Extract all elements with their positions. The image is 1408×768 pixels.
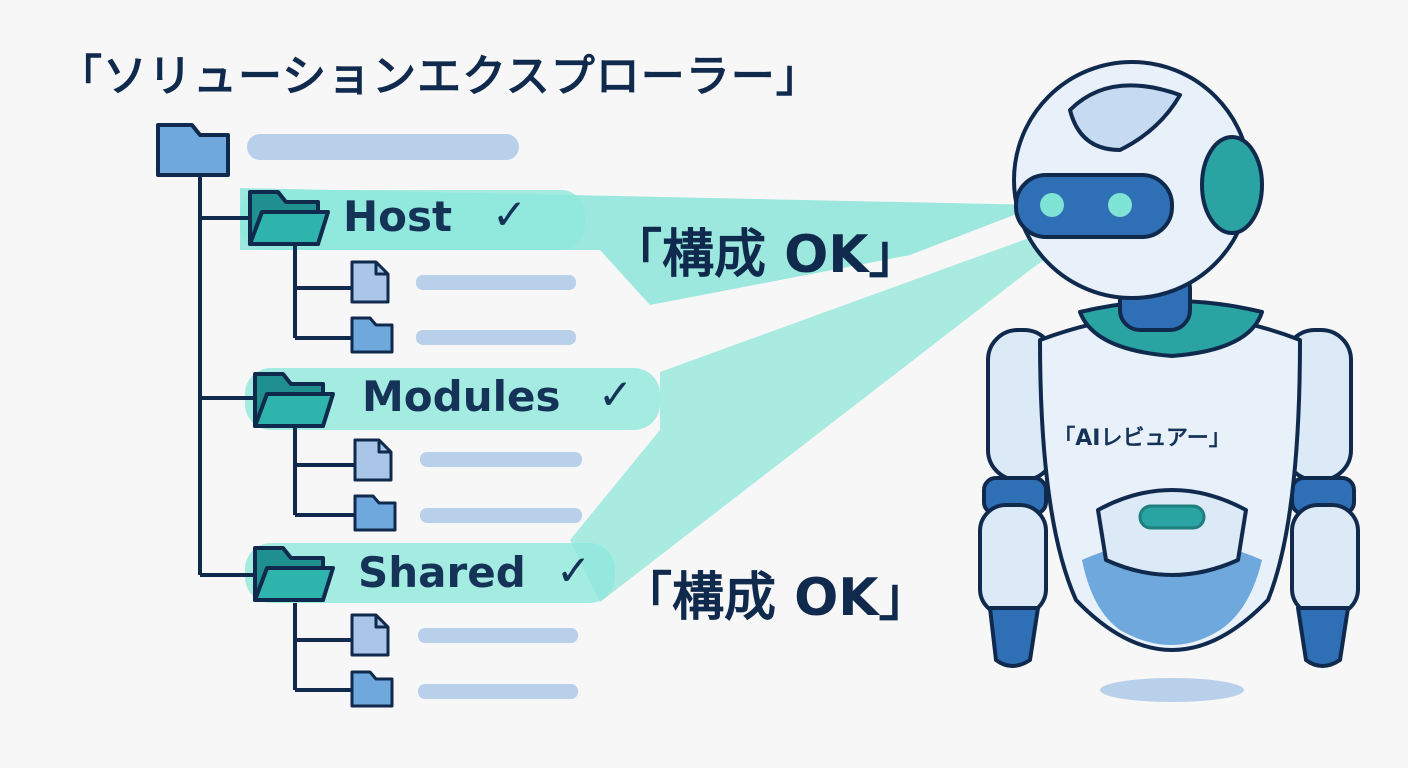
tree-lines [198, 175, 355, 692]
scan-beam-modules [570, 205, 1120, 602]
placeholder-bar [418, 684, 578, 699]
folder-label-modules: Modules [362, 372, 561, 421]
highlight-host [240, 190, 585, 250]
modules-subfolder-icon [353, 494, 397, 532]
check-icon: ✓ [556, 546, 592, 595]
highlight-modules [245, 368, 660, 430]
folder-label-shared: Shared [358, 548, 526, 597]
host-file-icon [350, 260, 390, 304]
check-icon: ✓ [598, 370, 634, 419]
check-icon: ✓ [492, 190, 528, 239]
placeholder-bar [418, 628, 578, 643]
highlight-shared [245, 543, 615, 603]
robot-right-forearm [1290, 503, 1360, 617]
verdict-shared: 「構成 OK」 [620, 568, 931, 628]
robot-left-eye [1040, 193, 1064, 217]
robot-visor [1014, 173, 1174, 239]
host-subfolder-icon [350, 316, 394, 354]
robot-right-hand [1296, 606, 1350, 668]
robot-ear [1200, 135, 1264, 235]
placeholder-bar [420, 452, 582, 467]
explorer-title: 「ソリューションエクスプローラー」 [58, 51, 821, 102]
placeholder-bar [416, 275, 576, 290]
shared-subfolder-icon [350, 670, 394, 708]
robot-shadow [1100, 678, 1244, 702]
robot-left-hand [988, 606, 1040, 668]
robot-head-highlight [1068, 83, 1182, 152]
shared-folder-icon [253, 546, 335, 602]
shared-file-icon [350, 613, 390, 657]
root-placeholder-bar [247, 134, 519, 160]
modules-folder-icon [253, 372, 335, 428]
placeholder-bar [416, 330, 576, 345]
placeholder-bar [420, 508, 582, 523]
root-folder-icon [156, 123, 230, 177]
robot-chest-light [1138, 504, 1206, 530]
robot-right-eye [1108, 193, 1132, 217]
robot-reviewer [978, 60, 1360, 702]
folder-label-host: Host [343, 192, 453, 241]
verdict-host: 「構成 OK」 [610, 225, 921, 285]
modules-file-icon [353, 438, 393, 482]
robot-badge: 「AIレビュアー」 [1053, 426, 1231, 451]
robot-left-forearm [978, 503, 1048, 617]
host-folder-icon [248, 190, 330, 246]
robot-chest-panel [1096, 488, 1248, 577]
